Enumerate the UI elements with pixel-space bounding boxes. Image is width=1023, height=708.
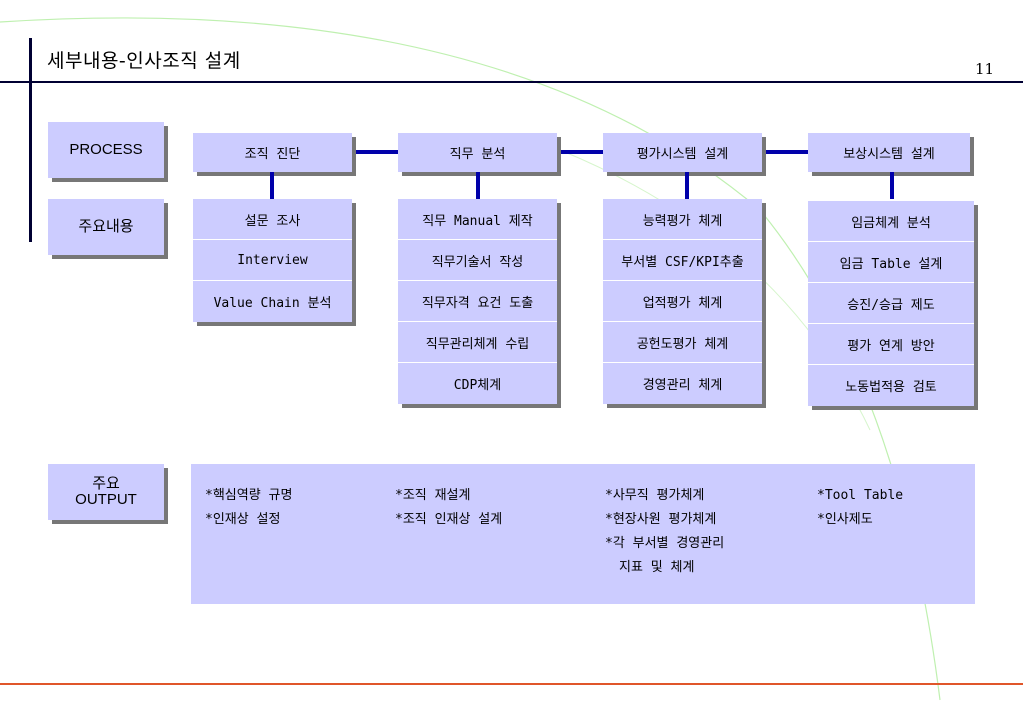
process-step-4: 보상시스템 설계: [808, 133, 970, 172]
vertical-connector-2: [476, 172, 480, 199]
output-item: *현장사원 평가체계: [605, 512, 717, 527]
output-label: 주요 OUTPUT: [48, 464, 164, 520]
header-divider: [0, 81, 1023, 83]
process-connector-1: [352, 150, 398, 154]
content-column-3: 능력평가 체계 부서별 CSF/KPI추출 업적평가 체계 공헌도평가 체계 경…: [603, 199, 762, 404]
output-item: *인사제도: [817, 512, 873, 527]
output-column-3: *사무직 평가체계 *현장사원 평가체계 *각 부서별 경영관리 지표 및 체계: [605, 484, 724, 580]
content-item: 임금체계 분석: [808, 201, 974, 242]
output-label-line1: 주요: [92, 475, 120, 492]
header-accent-bar: [29, 38, 32, 242]
content-item: 노동법적용 검토: [808, 365, 974, 406]
output-item: 지표 및 체계: [619, 560, 695, 575]
process-connector-3: [762, 150, 808, 154]
content-item: 평가 연계 방안: [808, 324, 974, 365]
content-item: 설문 조사: [193, 199, 352, 240]
output-panel: *핵심역량 규명 *인재상 설정 *조직 재설계 *조직 인재상 설계 *사무직…: [191, 464, 975, 604]
content-item: 경영관리 체계: [603, 363, 762, 404]
content-column-1: 설문 조사 Interview Value Chain 분석: [193, 199, 352, 322]
content-item: CDP체계: [398, 363, 557, 404]
output-column-1: *핵심역량 규명 *인재상 설정: [205, 484, 292, 532]
output-item: *인재상 설정: [205, 512, 281, 527]
vertical-connector-4: [890, 172, 894, 199]
process-step-3-label: 평가시스템 설계: [636, 147, 729, 162]
process-step-1: 조직 진단: [193, 133, 352, 172]
content-column-4: 임금체계 분석 임금 Table 설계 승진/승급 제도 평가 연계 방안 노동…: [808, 201, 974, 406]
output-column-2: *조직 재설계 *조직 인재상 설계: [395, 484, 502, 532]
content-item: 직무기술서 작성: [398, 240, 557, 281]
content-item: 부서별 CSF/KPI추출: [603, 240, 762, 281]
output-item: *조직 인재상 설계: [395, 512, 503, 527]
output-item: *핵심역량 규명: [205, 488, 293, 503]
content-item: Interview: [193, 240, 352, 281]
vertical-connector-3: [685, 172, 689, 199]
output-item: *사무직 평가체계: [605, 488, 705, 503]
vertical-connector-1: [270, 172, 274, 199]
content-item: 승진/승급 제도: [808, 283, 974, 324]
process-step-3: 평가시스템 설계: [603, 133, 762, 172]
content-item: 능력평가 체계: [603, 199, 762, 240]
output-label-line2: OUTPUT: [75, 491, 137, 508]
content-item: 직무관리체계 수립: [398, 322, 557, 363]
content-column-2: 직무 Manual 제작 직무기술서 작성 직무자격 요건 도출 직무관리체계 …: [398, 199, 557, 404]
content-item: Value Chain 분석: [193, 281, 352, 322]
process-step-4-label: 보상시스템 설계: [843, 147, 935, 162]
process-step-1-label: 조직 진단: [244, 147, 301, 162]
output-item: *조직 재설계: [395, 488, 471, 503]
process-step-2-label: 직무 분석: [449, 147, 506, 162]
page-title: 세부내용-인사조직 설계: [47, 50, 241, 72]
content-item: 공헌도평가 체계: [603, 322, 762, 363]
process-connector-2: [557, 150, 603, 154]
content-item: 업적평가 체계: [603, 281, 762, 322]
process-step-2: 직무 분석: [398, 133, 557, 172]
process-label: PROCESS: [48, 122, 164, 178]
process-label-text: PROCESS: [69, 141, 143, 158]
main-content-label-text: 주요내용: [78, 218, 134, 235]
content-item: 임금 Table 설계: [808, 242, 974, 283]
content-item: 직무 Manual 제작: [398, 199, 557, 240]
output-column-4: *Tool Table *인사제도: [817, 484, 903, 532]
output-item: *각 부서별 경영관리: [605, 536, 725, 551]
footer-divider: [0, 683, 1023, 685]
output-item: *Tool Table: [817, 488, 904, 503]
main-content-label: 주요내용: [48, 199, 164, 255]
page-number: 11: [975, 60, 995, 78]
content-item: 직무자격 요건 도출: [398, 281, 557, 322]
